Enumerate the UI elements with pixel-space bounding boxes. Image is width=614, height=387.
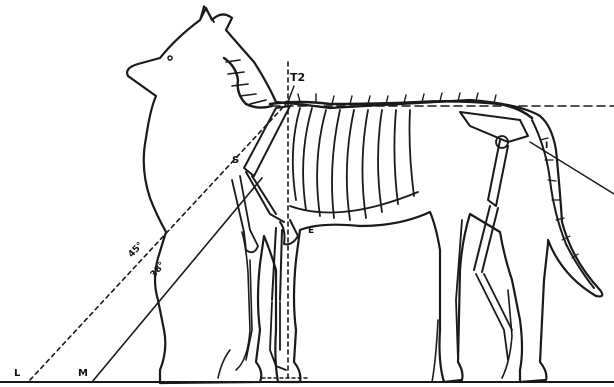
line-45-degree	[30, 104, 286, 380]
label-point-s: S	[232, 156, 239, 166]
line-38-degree	[92, 178, 262, 382]
rib-cage	[290, 108, 418, 220]
line-hip-ischium	[530, 142, 614, 194]
dog-silhouette	[127, 6, 602, 383]
tail-bones	[532, 120, 594, 288]
label-point-e: E	[308, 227, 314, 236]
label-t2: T2	[290, 72, 305, 83]
label-point-m: M	[78, 369, 88, 379]
hindleg-bones	[456, 112, 528, 360]
label-point-l: L	[14, 369, 20, 379]
cervical-vertebrae	[224, 58, 272, 108]
label-point-i: I	[545, 142, 548, 151]
